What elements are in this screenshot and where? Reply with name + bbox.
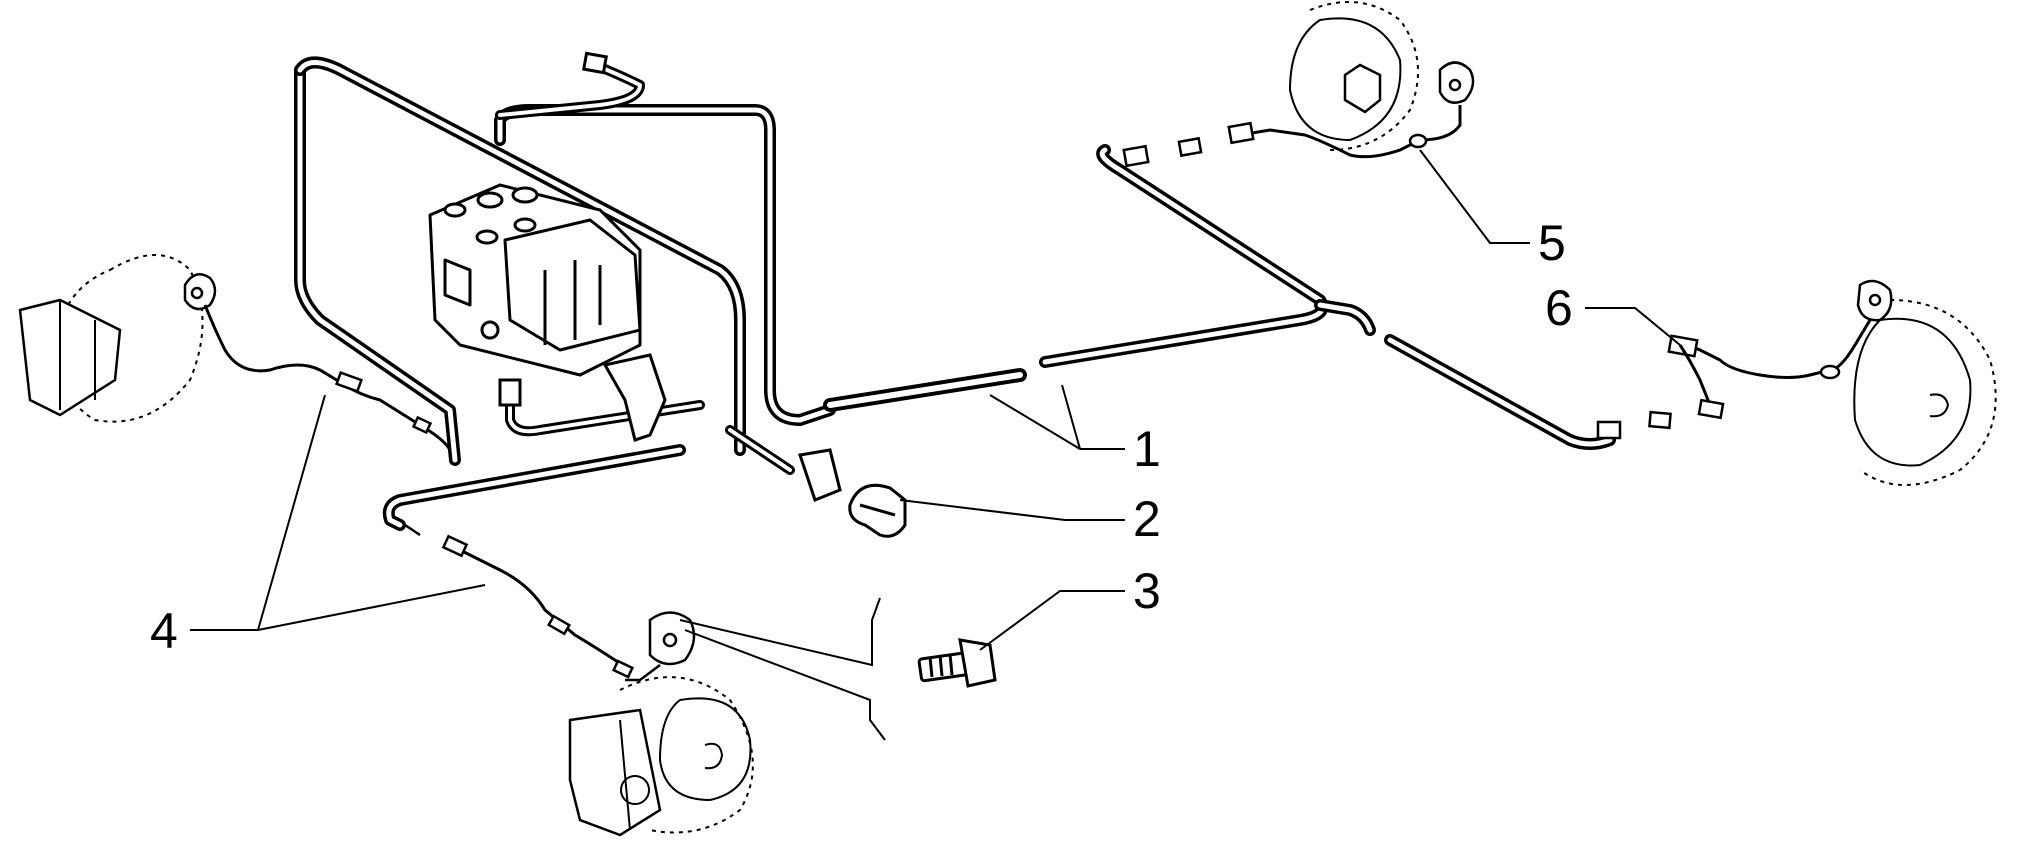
rear-left-wheel-speed-sensor (1122, 61, 1475, 168)
abs-connectors (498, 51, 842, 502)
leader-line-1a (989, 394, 1125, 450)
front-right-brake-disc (568, 676, 754, 837)
rear-left-brake-disc (1288, 1, 1419, 151)
leader-line-4b (257, 584, 486, 631)
callout-4: 4 (150, 603, 178, 659)
front-wheel-speed-sensor (183, 273, 452, 451)
leader-line-3-bracket-upper (679, 597, 881, 667)
callout-1: 1 (1133, 421, 1161, 477)
leader-line-1b (1061, 384, 1081, 450)
leader-line-6 (1585, 307, 1681, 346)
sensor-mounting-bolt (917, 638, 997, 688)
abs-hydraulic-unit (428, 183, 642, 377)
abs-harness-tube (294, 56, 1616, 531)
front-left-brake-disc (18, 254, 204, 423)
leader-line-5 (1419, 149, 1530, 244)
rear-right-brake-disc (1853, 299, 1997, 486)
front-right-sensor (404, 523, 696, 682)
callout-5: 5 (1538, 215, 1566, 271)
callout-3: 3 (1133, 563, 1161, 619)
leader-line-2 (899, 499, 1125, 521)
leader-lines (190, 149, 1681, 741)
callout-2: 2 (1133, 491, 1161, 547)
leader-line-3 (979, 590, 1125, 651)
harness-connector-cover (848, 483, 907, 538)
callout-6: 6 (1545, 280, 1573, 336)
leader-line-4a (190, 394, 326, 631)
rear-right-wheel-speed-sensor (1596, 279, 1893, 440)
leader-line-3-bracket-lower (684, 629, 886, 741)
